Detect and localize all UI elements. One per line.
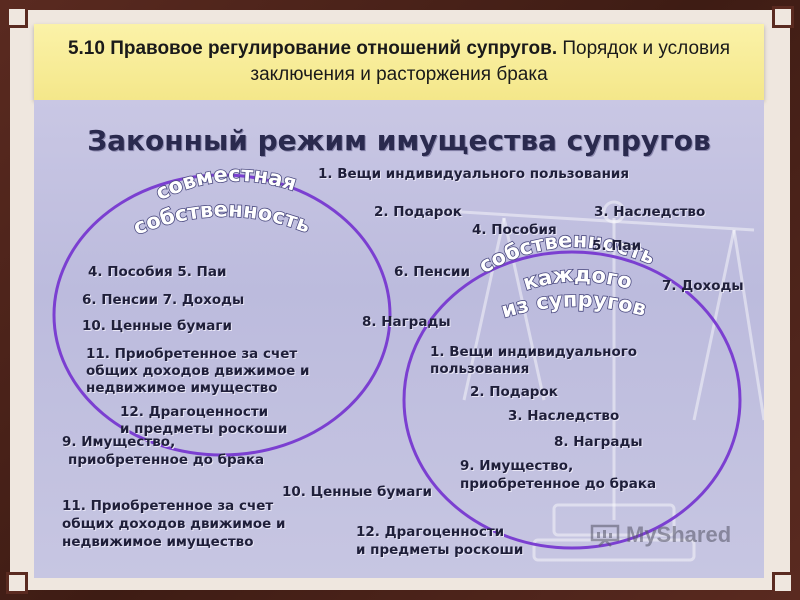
diagram-circles: совместная собственность собственность к… (52, 161, 742, 550)
outside-item-7: 7. Доходы (662, 278, 744, 294)
joint-item-acquired-3: недвижимое имущество (86, 380, 278, 396)
outside-item-11b: общих доходов движимое и (62, 516, 286, 532)
joint-item-pensions-income: 6. Пенсии 7. Доходы (82, 292, 245, 308)
outside-item-5: 5. Паи (592, 238, 642, 254)
separate-item-inheritance: 3. Наследство (508, 408, 620, 424)
slide-header: 5.10 Правовое регулирование отношений су… (34, 24, 764, 100)
outside-item-12b: и предметы роскоши (356, 542, 524, 558)
outside-item-6: 6. Пенсии (394, 264, 470, 280)
outside-item-9b: приобретенное до брака (68, 452, 265, 468)
scales-illustration (428, 200, 764, 562)
slide-title-bold: 5.10 Правовое регулирование отношений су… (67, 38, 558, 59)
separate-item-personal-1: 1. Вещи индивидуального (430, 344, 638, 360)
presentation-board-icon (590, 524, 620, 547)
joint-item-jewelry-1: 12. Драгоценности (120, 404, 269, 420)
frame-corner (6, 572, 28, 594)
outside-item-11a: 11. Приобретенное за счет (62, 498, 274, 514)
diagram-title: Законный режим имущества супругов (87, 124, 711, 157)
separate-arc-label-3-path: из супругов (498, 287, 650, 324)
outside-item-8: 8. Награды (362, 314, 451, 330)
separate-item-awards: 8. Награды (554, 434, 643, 450)
joint-item-acquired-1: 11. Приобретенное за счет (86, 346, 298, 362)
joint-item-securities: 10. Ценные бумаги (82, 318, 232, 334)
frame-corner (772, 6, 794, 28)
separate-item-personal-2: пользования (430, 361, 530, 377)
separate-item-premarital-2: приобретенное до брака (460, 476, 657, 492)
outside-item-11c: недвижимое имущество (62, 534, 254, 550)
separate-arc-label-3: из супругов (499, 287, 649, 322)
separate-item-premarital-1: 9. Имущество, (460, 458, 574, 474)
slide-title: 5.10 Правовое регулирование отношений су… (50, 36, 748, 88)
frame-corner (6, 6, 28, 28)
outside-item-10: 10. Ценные бумаги (282, 484, 432, 500)
diagram-panel: Законный режим имущества супругов совмес… (34, 100, 764, 578)
outside-item-4: 4. Пособия (472, 222, 557, 238)
watermark-text: MyShared (626, 522, 732, 547)
outside-item-2: 2. Подарок (374, 204, 462, 220)
outside-item-1: 1. Вещи индивидуального пользования (318, 166, 630, 182)
separate-property-circle (402, 250, 742, 550)
separate-arc-label-2: каждого (520, 262, 635, 295)
outside-item-12a: 12. Драгоценности (356, 524, 505, 540)
joint-arc-label-2-path: собственность (129, 197, 315, 241)
outside-item-3: 3. Наследство (594, 204, 706, 220)
joint-item-jewelry-2: и предметы роскоши (120, 421, 288, 437)
joint-property-circle (52, 173, 392, 457)
frame-corner (772, 572, 794, 594)
slide-title-rest: Порядок и условия заключения и расторжен… (250, 38, 731, 85)
separate-item-gift: 2. Подарок (470, 384, 558, 400)
joint-item-acquired-2: общих доходов движимое и (86, 363, 310, 379)
outside-item-9a: 9. Имущество, (62, 434, 176, 450)
joint-arc-label-2: собственность (130, 197, 314, 239)
myshared-watermark: MyShared (590, 522, 731, 548)
separate-arc-label-2-path: каждого (519, 261, 635, 295)
joint-item-pensions-shares: 4. Пособия 5. Паи (88, 264, 227, 280)
